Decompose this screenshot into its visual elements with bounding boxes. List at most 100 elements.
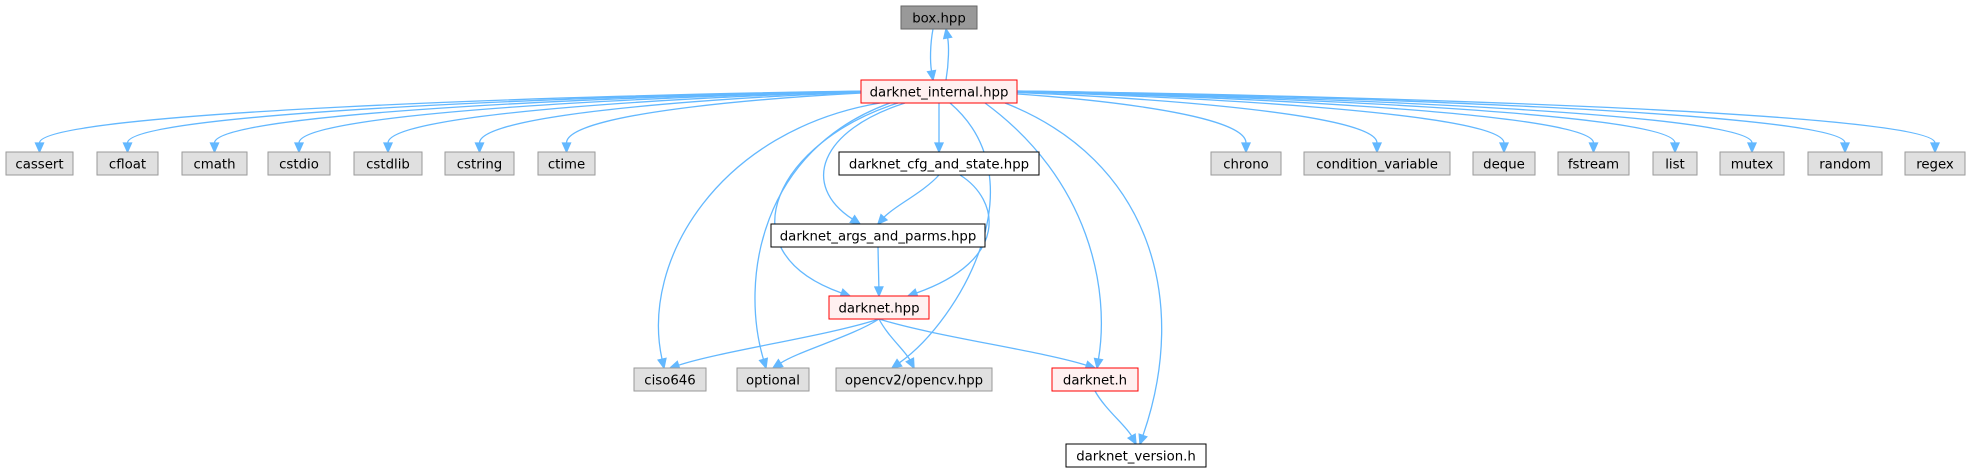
node-label: darknet_version.h bbox=[1076, 450, 1196, 465]
edge-darknet_internal_hpp-to-optional bbox=[754, 102, 891, 370]
node-ctime: ctime bbox=[537, 151, 596, 176]
node-chrono: chrono bbox=[1210, 151, 1282, 176]
edge-arrowhead bbox=[1126, 433, 1137, 446]
edge-arrowhead bbox=[561, 142, 572, 154]
edge-darknet_internal_hpp-to-cstdlib bbox=[382, 90, 895, 154]
edge-arrowhead bbox=[34, 142, 45, 154]
node-box bbox=[1065, 443, 1207, 468]
node-darknet-args-and-parms-hpp[interactable]: darknet_args_and_parms.hpp bbox=[770, 223, 986, 248]
edge-arrowhead bbox=[122, 142, 133, 154]
node-box bbox=[267, 151, 331, 176]
edge-line bbox=[298, 90, 888, 144]
edge-line bbox=[478, 90, 903, 144]
edge-darknet_args_and_parms_hpp-to-darknet_hpp bbox=[873, 246, 884, 298]
node-deque: deque bbox=[1472, 151, 1536, 176]
edge-darknet_cfg_and_state_hpp-to-darknet_args_and_parms_hpp bbox=[876, 174, 940, 226]
edge-line bbox=[916, 174, 990, 294]
node-label: ciso646 bbox=[644, 374, 695, 389]
node-random: random bbox=[1807, 151, 1883, 176]
node-box bbox=[900, 5, 978, 30]
node-box bbox=[5, 151, 74, 176]
node-label: cfloat bbox=[109, 158, 146, 173]
node-mutex: mutex bbox=[1719, 151, 1785, 176]
node-label: deque bbox=[1483, 158, 1525, 173]
edge-arrowhead bbox=[382, 142, 394, 154]
node-fstream: fstream bbox=[1557, 151, 1630, 176]
edge-line bbox=[1004, 102, 1163, 436]
edge-arrowhead bbox=[1498, 142, 1510, 154]
node-box bbox=[828, 295, 930, 320]
node-box bbox=[1719, 151, 1785, 176]
node-darknet-h[interactable]: darknet.h bbox=[1051, 367, 1139, 392]
node-darknet-cfg-and-state-hpp[interactable]: darknet_cfg_and_state.hpp bbox=[838, 151, 1040, 176]
node-box bbox=[838, 151, 1040, 176]
edge-arrowhead bbox=[905, 357, 915, 370]
node-darknet-hpp[interactable]: darknet.hpp bbox=[828, 295, 930, 320]
edge-arrowhead bbox=[474, 142, 485, 154]
node-label: regex bbox=[1916, 158, 1954, 173]
edge-darknet_internal_hpp-to-ciso646 bbox=[657, 102, 881, 370]
node-box bbox=[537, 151, 596, 176]
node-label: ctime bbox=[548, 158, 585, 173]
node-box bbox=[770, 223, 986, 248]
node-box bbox=[1472, 151, 1536, 176]
edge-darknet_hpp-to-ciso646 bbox=[668, 318, 880, 370]
node-cassert: cassert bbox=[5, 151, 74, 176]
edge-arrowhead bbox=[933, 142, 945, 154]
node-label: box.hpp bbox=[912, 12, 966, 27]
node-box bbox=[1303, 151, 1451, 176]
node-label: cstring bbox=[457, 158, 502, 173]
edge-line bbox=[387, 90, 895, 144]
edge-darknet_internal_hpp-to-darknet_hpp bbox=[774, 102, 899, 298]
edge-line bbox=[823, 102, 906, 220]
edge-line bbox=[565, 90, 910, 144]
node-label: list bbox=[1665, 158, 1685, 173]
edge-line bbox=[974, 90, 1378, 144]
edge-line bbox=[984, 90, 1505, 144]
edge-darknet_internal_hpp-to-darknet_h bbox=[984, 102, 1104, 370]
node-optional: optional bbox=[736, 367, 810, 392]
edge-darknet_internal_hpp-to-darknet_args_and_parms_hpp bbox=[823, 102, 906, 225]
edge-darknet_internal_hpp-to-darknet_version_h bbox=[1004, 102, 1163, 446]
node-label: darknet.hpp bbox=[838, 302, 919, 317]
node-label: condition_variable bbox=[1316, 158, 1438, 173]
edge-line bbox=[883, 174, 940, 218]
node-regex: regex bbox=[1904, 151, 1966, 176]
node-label: darknet_args_and_parms.hpp bbox=[780, 230, 977, 245]
node-darknet-internal-hpp[interactable]: darknet_internal.hpp bbox=[860, 79, 1018, 104]
edge-arrowhead bbox=[1371, 142, 1383, 154]
node-label: mutex bbox=[1731, 158, 1774, 173]
edge-arrowhead bbox=[873, 286, 884, 298]
node-cstring: cstring bbox=[444, 151, 515, 176]
node-label: darknet_internal.hpp bbox=[870, 86, 1009, 101]
edge-line bbox=[984, 102, 1103, 360]
edge-line bbox=[877, 246, 880, 288]
edge-box_hpp-to-darknet_internal_hpp bbox=[926, 28, 937, 82]
node-box-hpp[interactable]: box.hpp bbox=[900, 5, 978, 30]
edge-line bbox=[754, 102, 891, 360]
edge-darknet_internal_hpp-to-ctime bbox=[561, 90, 910, 154]
node-darknet-version-h[interactable]: darknet_version.h bbox=[1065, 443, 1207, 468]
edge-arrowhead bbox=[1746, 142, 1758, 154]
edge-arrowhead bbox=[1929, 142, 1941, 154]
node-list: list bbox=[1652, 151, 1698, 176]
node-box bbox=[1557, 151, 1630, 176]
node-box bbox=[860, 79, 1018, 104]
edge-darknet_hpp-to-opencv_hpp bbox=[878, 318, 915, 370]
node-cmath: cmath bbox=[181, 151, 248, 176]
node-condition-variable: condition_variable bbox=[1303, 151, 1451, 176]
edge-arrowhead bbox=[657, 357, 667, 370]
node-label: cstdio bbox=[279, 158, 319, 173]
node-label: optional bbox=[746, 374, 800, 389]
node-box bbox=[1051, 367, 1139, 392]
edge-arrowhead bbox=[771, 358, 784, 369]
edge-arrowhead bbox=[942, 27, 953, 40]
node-label: random bbox=[1819, 158, 1871, 173]
node-box bbox=[736, 367, 810, 392]
edge-line bbox=[1012, 90, 1936, 144]
edge-arrowhead bbox=[926, 69, 937, 82]
node-label: opencv2/opencv.hpp bbox=[845, 374, 983, 389]
edge-darknet_internal_hpp-to-deque bbox=[984, 90, 1510, 154]
node-box bbox=[1210, 151, 1282, 176]
